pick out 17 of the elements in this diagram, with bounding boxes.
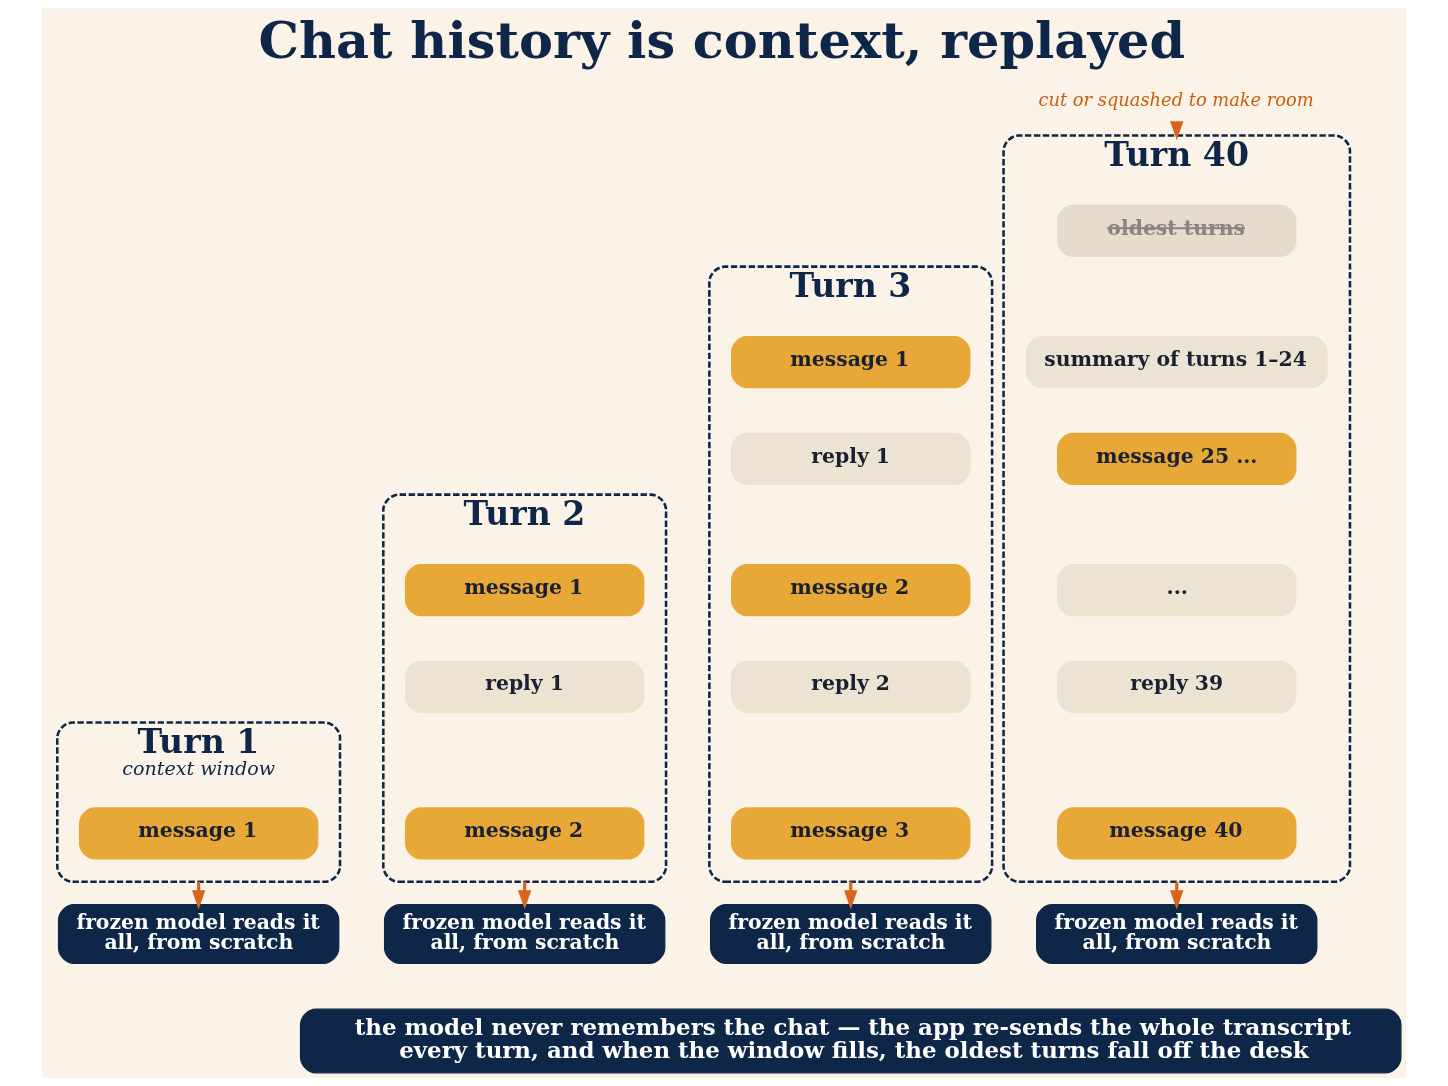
node-box: message 1 bbox=[78, 807, 319, 860]
node-box: message 2 bbox=[731, 564, 971, 617]
node-box: frozen model reads it all, from scratch bbox=[383, 904, 666, 964]
node-box: message 2 bbox=[404, 807, 645, 860]
node-box: message 3 bbox=[731, 807, 971, 860]
diagram-title: Chat history is context, replayed bbox=[258, 9, 1186, 70]
arrow bbox=[1170, 121, 1184, 141]
node-box: message 1 bbox=[404, 564, 645, 617]
node-box: frozen model reads it all, from scratch bbox=[1036, 904, 1318, 964]
node-box: oldest turns bbox=[1057, 204, 1297, 258]
node-box: message 40 bbox=[1057, 807, 1297, 860]
node-box: frozen model reads it all, from scratch bbox=[57, 904, 340, 964]
node-box: message 25 ... bbox=[1057, 432, 1297, 486]
node-box: message 1 bbox=[731, 336, 971, 389]
node-box: frozen model reads it all, from scratch bbox=[710, 904, 992, 964]
node-text: cut or squashed to make room bbox=[1038, 88, 1314, 110]
node-box: the model never remembers the chat — the app re-sends the whole transcript every turn, and when the window fills, the oldest turns fall off the desk bbox=[299, 1008, 1402, 1074]
